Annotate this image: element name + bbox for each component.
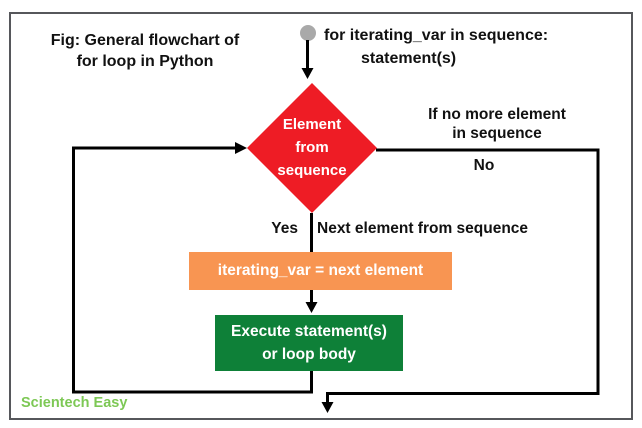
watermark-text: Scientech Easy — [21, 395, 128, 411]
figure-caption: Fig: General flowchart of for loop in Py… — [28, 30, 262, 72]
figure-caption-line1: Fig: General flowchart of — [50, 32, 240, 49]
arrowhead-exit-bottom-icon — [321, 402, 334, 413]
arrowhead-into-decision-top-icon — [301, 68, 314, 79]
no-more-element-label: If no more element in sequence — [413, 105, 581, 143]
figure-caption-line2: for loop in Python — [76, 53, 214, 70]
next-element-label: Next element from sequence — [317, 220, 529, 237]
decision-label: Element from sequence — [252, 113, 372, 182]
no-branch-label: No — [473, 157, 495, 174]
loop-back-line — [72, 146, 313, 394]
no-more-element-line1: If no more element — [428, 106, 566, 123]
yes-branch-label: Yes — [271, 220, 298, 237]
assign-process-label: iterating_var = next element — [217, 262, 424, 279]
execute-process-label: Execute statement(s) or loop body — [231, 320, 387, 366]
decision-diamond — [247, 83, 377, 213]
start-code-text: for iterating_var in sequence: statement… — [324, 24, 548, 70]
start-node-icon — [300, 25, 316, 41]
execute-process-line1: Execute statement(s) — [231, 323, 387, 340]
no-more-element-line2: in sequence — [452, 125, 542, 142]
execute-process-box: Execute statement(s) or loop body — [215, 315, 403, 371]
no-exit-line — [326, 148, 600, 403]
start-code-line1: for iterating_var in sequence: — [324, 27, 549, 44]
assign-process-box: iterating_var = next element — [189, 252, 452, 290]
start-code-line2: statement(s) — [361, 50, 457, 67]
arrowhead-into-execute-icon — [305, 302, 318, 313]
decision-label-line3: sequence — [277, 162, 347, 179]
decision-label-line1: Element — [282, 116, 342, 133]
arrowhead-into-decision-left-icon — [235, 142, 247, 154]
figure-border — [9, 12, 633, 420]
decision-label-line2: from — [295, 139, 329, 156]
execute-process-line2: or loop body — [262, 346, 356, 363]
